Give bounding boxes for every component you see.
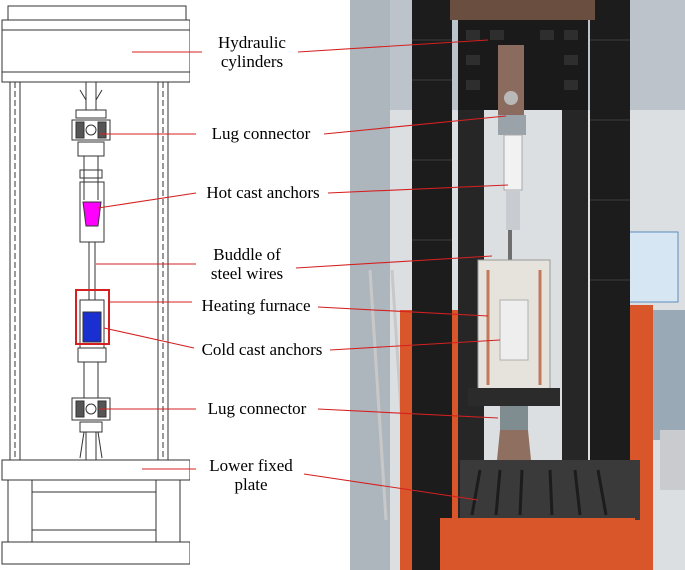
rig-photograph bbox=[350, 0, 685, 570]
hot-cast-anchor bbox=[82, 201, 102, 227]
cold-cast-anchor bbox=[82, 311, 102, 343]
hot-anchor-housing bbox=[79, 181, 105, 243]
schematic-drawing bbox=[1, 5, 190, 565]
base-frame bbox=[1, 541, 190, 565]
label-buddle-of-steel-wires: Buddle of steel wires bbox=[210, 245, 284, 283]
label-lug-connector-top: Lug connector bbox=[211, 124, 311, 143]
hydraulic-cylinder-block bbox=[1, 19, 190, 83]
top-crosshead bbox=[7, 5, 187, 21]
label-hot-cast-anchors: Hot cast anchors bbox=[206, 183, 320, 202]
heating-furnace-box bbox=[75, 289, 110, 345]
label-lug-connector-bottom: Lug connector bbox=[207, 399, 307, 418]
label-lower-fixed-plate: Lower fixed plate bbox=[209, 456, 293, 494]
photo-hot-anchor-wrap bbox=[503, 134, 523, 191]
upper-lug-connector-body bbox=[71, 119, 111, 141]
label-heating-furnace: Heating furnace bbox=[201, 296, 311, 315]
photo-left-column-outer bbox=[412, 0, 452, 570]
photo-orange-base bbox=[440, 518, 635, 570]
label-hydraulic-cylinders: Hydraulic cylinders bbox=[218, 33, 286, 71]
lower-fixed-plate bbox=[1, 459, 190, 481]
label-cold-cast-anchors: Cold cast anchors bbox=[201, 340, 323, 359]
